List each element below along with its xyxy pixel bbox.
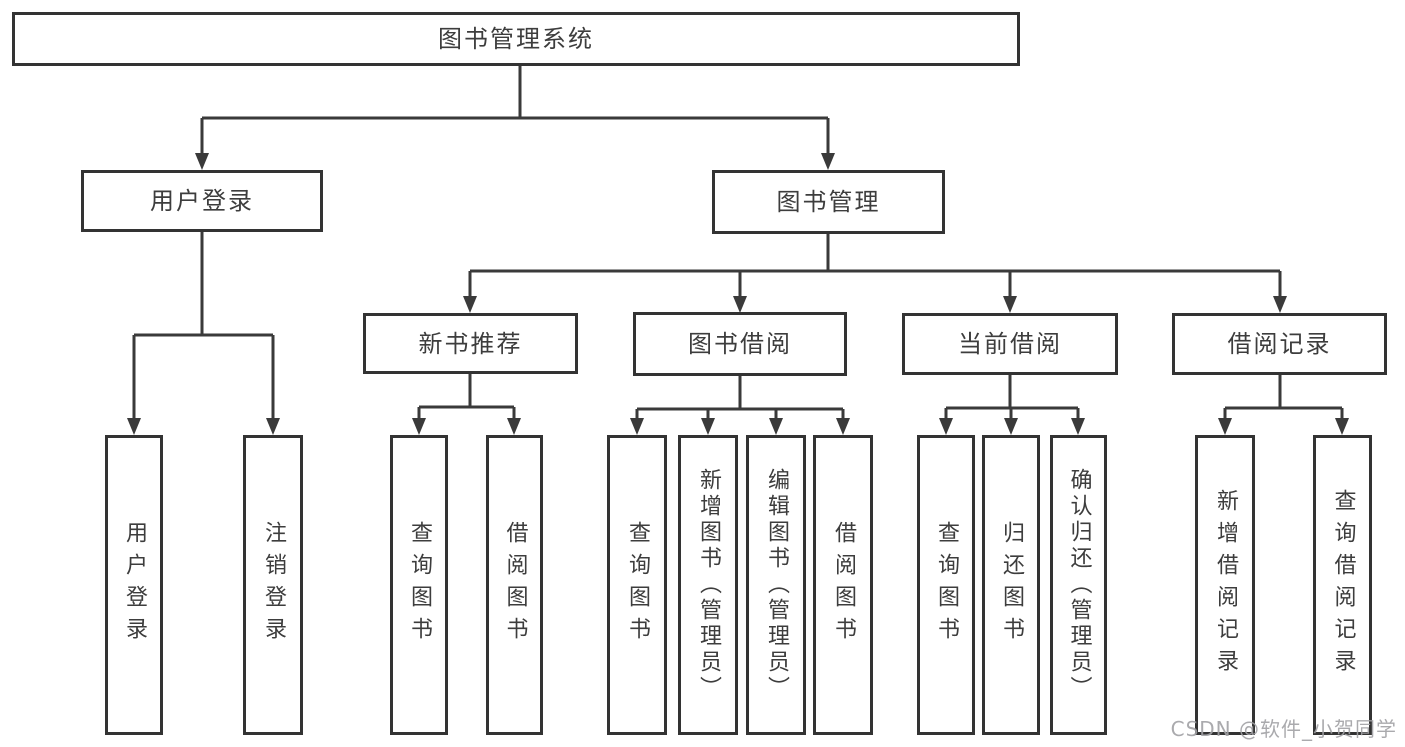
arrowhead-icon: [939, 418, 953, 435]
node-borrow-records: 借阅记录: [1172, 313, 1387, 375]
arrowhead-icon: [195, 153, 209, 170]
leaf-query-books-2: 查询图书: [607, 435, 667, 735]
arrowhead-icon: [1335, 418, 1349, 435]
leaf-query-books-1: 查询图书: [390, 435, 448, 735]
arrowhead-icon: [733, 296, 747, 313]
node-label: 注销登录: [261, 521, 286, 649]
arrowhead-icon: [769, 418, 783, 435]
arrowhead-icon: [1273, 296, 1287, 313]
connector-book-borrow-to-leaves: [630, 376, 850, 435]
node-label: 借阅图书: [831, 521, 856, 649]
leaf-add-book-admin: 新增图书（管理员）: [678, 435, 738, 735]
arrowhead-icon: [266, 418, 280, 435]
arrowhead-icon: [507, 418, 521, 435]
node-label: 图书管理系统: [438, 25, 594, 53]
arrowhead-icon: [1003, 296, 1017, 313]
leaf-user-login: 用户登录: [105, 435, 163, 735]
node-new-book-recommend: 新书推荐: [363, 313, 578, 374]
node-library-system: 图书管理系统: [12, 12, 1020, 66]
arrowhead-icon: [1218, 418, 1232, 435]
connector-root-to-level1: [195, 66, 835, 170]
node-book-borrow: 图书借阅: [633, 312, 847, 376]
node-user-login: 用户登录: [81, 170, 323, 232]
node-label: 查询图书: [934, 521, 959, 649]
node-label: 图书管理: [776, 188, 881, 216]
arrowhead-icon: [836, 418, 850, 435]
connector-current-borrow-to-leaves: [939, 375, 1085, 435]
node-label: 查询图书: [625, 521, 650, 649]
leaf-return-books: 归还图书: [982, 435, 1040, 735]
leaf-query-books-3: 查询图书: [917, 435, 975, 735]
leaf-logout: 注销登录: [243, 435, 303, 735]
csdn-watermark: CSDN @软件_小贺同学: [1170, 717, 1397, 741]
leaf-confirm-return-admin: 确认归还（管理员）: [1050, 435, 1107, 735]
arrowhead-icon: [1004, 418, 1018, 435]
node-label: 当前借阅: [958, 330, 1062, 358]
arrowhead-icon: [127, 418, 141, 435]
arrowhead-icon: [821, 153, 835, 170]
connector-borrow-records-to-leaves: [1218, 375, 1349, 435]
node-label: 新增借阅记录: [1213, 489, 1238, 681]
node-label: 用户登录: [122, 521, 147, 649]
arrowhead-icon: [412, 418, 426, 435]
node-book-management: 图书管理: [712, 170, 945, 234]
arrowhead-icon: [630, 418, 644, 435]
node-label: 归还图书: [999, 521, 1024, 649]
node-label: 查询图书: [407, 521, 432, 649]
node-label: 查询借阅记录: [1330, 489, 1356, 681]
connector-book-management-to-level2: [463, 234, 1287, 313]
node-label: 新增图书（管理员）: [696, 468, 721, 702]
leaf-add-borrow-record: 新增借阅记录: [1195, 435, 1255, 735]
node-label: 图书借阅: [688, 330, 792, 358]
node-label: 用户登录: [150, 187, 254, 215]
leaf-query-borrow-record: 查询借阅记录: [1313, 435, 1372, 735]
arrowhead-icon: [1071, 418, 1085, 435]
leaf-borrow-books-1: 借阅图书: [486, 435, 543, 735]
leaf-borrow-books-2: 借阅图书: [813, 435, 873, 735]
connector-user-login-to-leaves: [127, 232, 280, 435]
node-label: 新书推荐: [418, 329, 523, 358]
node-label: 借阅图书: [502, 521, 528, 649]
node-label: 编辑图书（管理员）: [764, 468, 789, 702]
node-label: 借阅记录: [1227, 330, 1332, 358]
node-current-borrow: 当前借阅: [902, 313, 1118, 375]
arrowhead-icon: [463, 296, 477, 313]
connector-new-book-to-leaves: [412, 374, 521, 435]
leaf-edit-book-admin: 编辑图书（管理员）: [746, 435, 806, 735]
node-label: 确认归还（管理员）: [1066, 468, 1092, 702]
arrowhead-icon: [701, 418, 715, 435]
